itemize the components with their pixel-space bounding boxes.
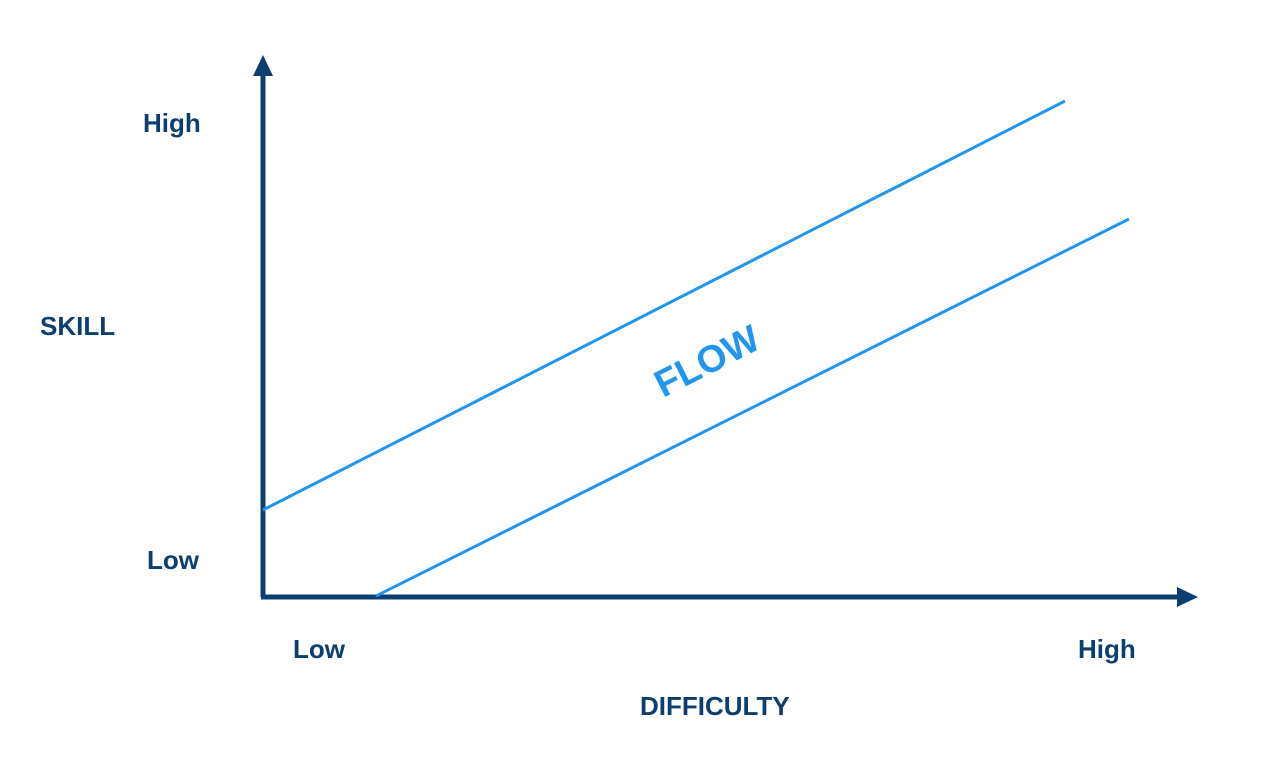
flow-upper-boundary-line bbox=[262, 99, 1066, 512]
x-axis-low-label: Low bbox=[293, 634, 346, 664]
flow-lower-boundary-line bbox=[375, 217, 1130, 598]
y-axis-arrowhead bbox=[253, 55, 273, 76]
x-axis-arrowhead bbox=[1177, 587, 1198, 607]
y-axis-title: SKILL bbox=[40, 311, 115, 341]
x-axis-title: DIFFICULTY bbox=[640, 691, 790, 721]
x-axis-high-label: High bbox=[1078, 634, 1136, 664]
flow-label: FLOW bbox=[648, 318, 767, 406]
y-axis-high-label: High bbox=[143, 108, 201, 138]
y-axis-low-label: Low bbox=[147, 545, 200, 575]
